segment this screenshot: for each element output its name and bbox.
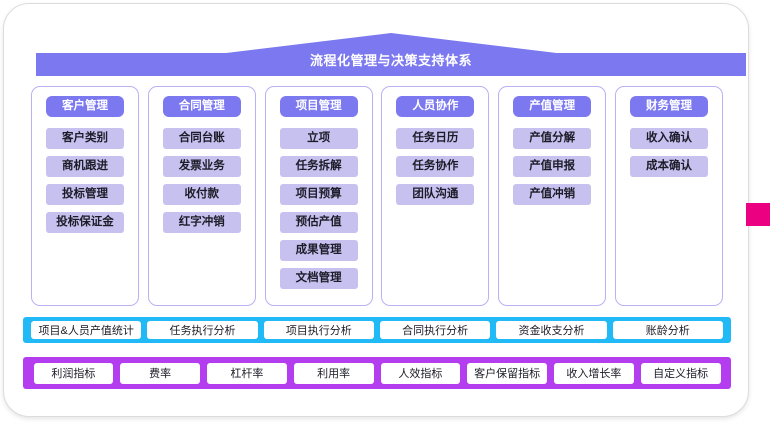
analysis-chip[interactable]: 账龄分析 xyxy=(612,321,723,339)
indicator-chip[interactable]: 利用率 xyxy=(293,362,374,384)
module-column-output-value[interactable]: 产值管理 产值分解 产值申报 产值冲销 xyxy=(498,86,607,306)
module-item[interactable]: 红字冲销 xyxy=(162,212,241,233)
module-item[interactable]: 投标管理 xyxy=(46,184,124,205)
module-item[interactable]: 发票业务 xyxy=(162,156,241,177)
module-item[interactable]: 合同台账 xyxy=(162,128,241,149)
module-column-collaboration[interactable]: 人员协作 任务日历 任务协作 团队沟通 xyxy=(381,86,490,306)
column-header-collaboration: 人员协作 xyxy=(396,96,475,117)
module-item[interactable]: 文档管理 xyxy=(279,268,358,289)
indicator-chip[interactable]: 自定义指标 xyxy=(640,362,721,384)
pink-edge-marker xyxy=(746,203,770,226)
module-item[interactable]: 收入确认 xyxy=(629,128,708,149)
module-item[interactable]: 产值申报 xyxy=(513,156,592,177)
column-items-project: 立项 任务拆解 项目预算 预估产值 成果管理 文档管理 xyxy=(266,128,372,289)
column-items-finance: 收入确认 成本确认 xyxy=(616,128,722,177)
module-item[interactable]: 任务协作 xyxy=(396,156,475,177)
module-columns: 客户管理 客户类别 商机跟进 投标管理 投标保证金 合同管理 合同台账 发票业务… xyxy=(31,86,723,306)
indicator-chip[interactable]: 利润指标 xyxy=(33,362,114,384)
banner-chevron: 流程化管理与决策支持体系 xyxy=(36,33,746,76)
module-item[interactable]: 产值分解 xyxy=(513,128,592,149)
module-item[interactable]: 任务拆解 xyxy=(279,156,358,177)
module-item[interactable]: 成本确认 xyxy=(629,156,708,177)
module-item[interactable]: 团队沟通 xyxy=(396,184,475,205)
analysis-bar: 项目&人员产值统计 任务执行分析 项目执行分析 合同执行分析 资金收支分析 账龄… xyxy=(23,317,731,343)
column-header-customer: 客户管理 xyxy=(46,96,124,117)
indicator-chip[interactable]: 杠杆率 xyxy=(207,362,287,384)
indicator-chip[interactable]: 收入增长率 xyxy=(554,362,634,384)
module-item[interactable]: 立项 xyxy=(279,128,358,149)
indicator-chip[interactable]: 费率 xyxy=(120,362,200,384)
analysis-chip[interactable]: 项目执行分析 xyxy=(263,321,374,339)
module-item[interactable]: 产值冲销 xyxy=(513,184,592,205)
banner-shape xyxy=(36,33,746,76)
analysis-chip[interactable]: 任务执行分析 xyxy=(147,321,258,339)
indicator-chip[interactable]: 客户保留指标 xyxy=(467,362,547,384)
indicator-bar: 利润指标 费率 杠杆率 利用率 人效指标 客户保留指标 收入增长率 自定义指标 xyxy=(23,357,731,389)
column-header-contract: 合同管理 xyxy=(162,96,241,117)
column-items-customer: 客户类别 商机跟进 投标管理 投标保证金 xyxy=(32,128,138,233)
column-header-project: 项目管理 xyxy=(279,96,358,117)
module-column-project[interactable]: 项目管理 立项 任务拆解 项目预算 预估产值 成果管理 文档管理 xyxy=(264,86,373,306)
module-item[interactable]: 成果管理 xyxy=(279,240,358,261)
analysis-chip[interactable]: 合同执行分析 xyxy=(379,321,491,339)
module-item[interactable]: 预估产值 xyxy=(279,212,358,233)
banner-title: 流程化管理与决策支持体系 xyxy=(309,53,472,68)
column-header-output-value: 产值管理 xyxy=(513,96,592,117)
column-header-finance: 财务管理 xyxy=(629,96,708,117)
module-column-customer[interactable]: 客户管理 客户类别 商机跟进 投标管理 投标保证金 xyxy=(31,86,139,306)
module-item[interactable]: 收付款 xyxy=(162,184,241,205)
module-item[interactable]: 项目预算 xyxy=(279,184,358,205)
analysis-chip[interactable]: 资金收支分析 xyxy=(496,321,607,339)
analysis-chip[interactable]: 项目&人员产值统计 xyxy=(31,321,142,339)
module-column-finance[interactable]: 财务管理 收入确认 成本确认 xyxy=(614,86,723,306)
indicator-chip[interactable]: 人效指标 xyxy=(380,362,461,384)
module-column-contract[interactable]: 合同管理 合同台账 发票业务 收付款 红字冲销 xyxy=(147,86,256,306)
module-item[interactable]: 任务日历 xyxy=(396,128,475,149)
module-item[interactable]: 客户类别 xyxy=(46,128,124,149)
module-item[interactable]: 商机跟进 xyxy=(46,156,124,177)
module-item[interactable]: 投标保证金 xyxy=(46,212,124,233)
column-items-collaboration: 任务日历 任务协作 团队沟通 xyxy=(382,128,488,205)
column-items-output-value: 产值分解 产值申报 产值冲销 xyxy=(499,128,605,205)
diagram-card: 流程化管理与决策支持体系 客户管理 客户类别 商机跟进 投标管理 投标保证金 合… xyxy=(3,3,749,417)
column-items-contract: 合同台账 发票业务 收付款 红字冲销 xyxy=(149,128,255,233)
